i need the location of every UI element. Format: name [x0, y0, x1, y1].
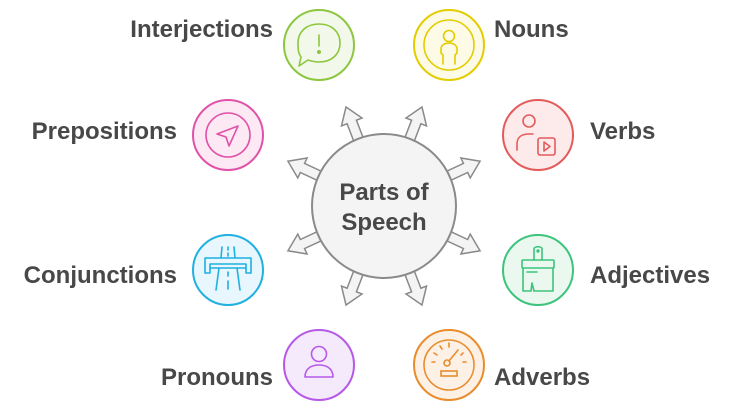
- label-prepositions: Prepositions: [31, 118, 177, 145]
- node-pronouns: [283, 329, 355, 401]
- speedometer-icon: [431, 342, 467, 377]
- node-adjectives: [502, 234, 574, 306]
- paintbrush-icon: [521, 245, 555, 292]
- person-video-icon: [516, 114, 556, 156]
- node-conjunctions: [192, 234, 264, 306]
- center-node-label: Parts of Speech: [314, 178, 454, 238]
- node-adverbs: [413, 329, 485, 401]
- label-nouns: Nouns: [494, 16, 569, 43]
- node-nouns: [413, 9, 485, 81]
- label-verbs: Verbs: [590, 118, 656, 145]
- person-icon: [440, 29, 458, 65]
- label-adverbs: Adverbs: [494, 364, 591, 391]
- center-node-circle: [311, 133, 457, 279]
- center-label-line2: Speech: [341, 209, 427, 236]
- road-bridge-icon: [204, 246, 252, 291]
- speech-bubble-exclamation-icon: [297, 23, 341, 67]
- label-conjunctions: Conjunctions: [23, 262, 177, 289]
- center-label-line1: Parts of: [339, 179, 429, 206]
- navigation-arrow-icon: [216, 125, 239, 147]
- node-verbs: [502, 99, 574, 171]
- label-adjectives: Adjectives: [590, 262, 711, 289]
- node-interjections: [283, 9, 355, 81]
- label-pronouns: Pronouns: [161, 364, 273, 391]
- user-icon: [304, 345, 334, 378]
- node-prepositions: [192, 99, 264, 171]
- label-interjections: Interjections: [130, 16, 273, 43]
